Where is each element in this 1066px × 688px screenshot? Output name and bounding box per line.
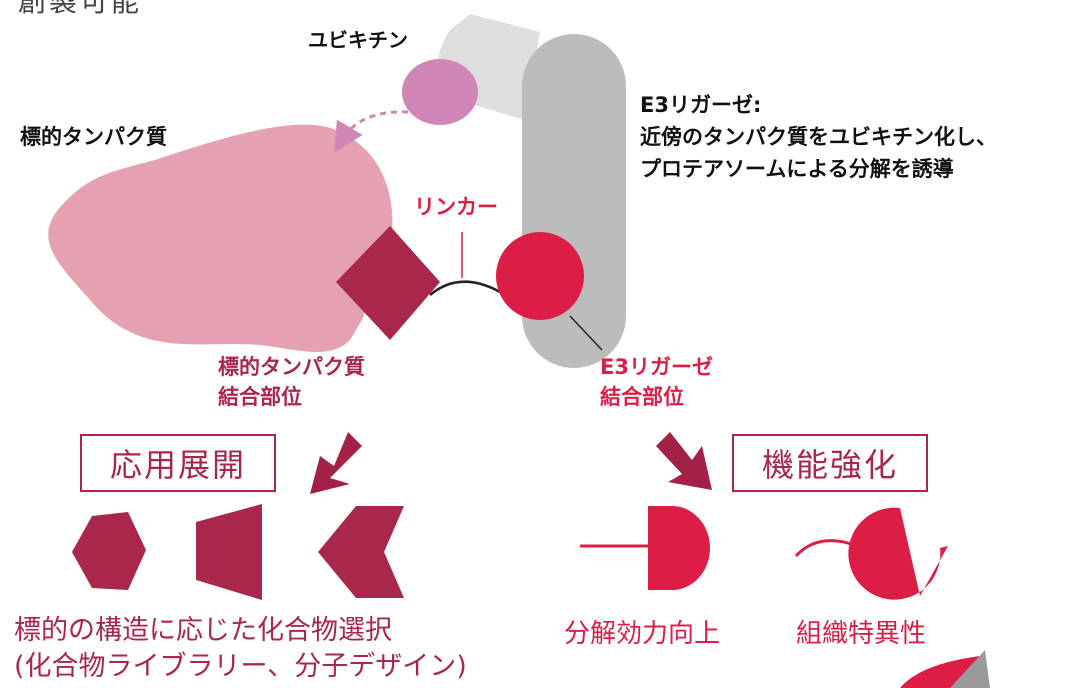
ubiquitin-label: ユビキチン: [308, 28, 408, 52]
e3-title: E3リガーゼ:: [640, 93, 762, 117]
corner-grey-fragment: [950, 650, 990, 688]
enhancement-arrow: [656, 432, 712, 490]
application-box: 応用展開: [80, 434, 276, 492]
e3-description-line1: 近傍のタンパク質をユビキチン化し、: [640, 125, 997, 149]
enhancement-box: 機能強化: [732, 434, 928, 492]
ubiquitin-transfer-arrow: [334, 110, 409, 153]
e3-binding-circle: [496, 232, 584, 320]
top-caption: 創製可能: [18, 0, 143, 18]
linker-label: リンカー: [414, 195, 498, 219]
structure-selection-line2: (化合物ライブラリー、分子デザイン): [14, 651, 467, 682]
hexagon-fragment: [72, 512, 146, 590]
linker-curve: [429, 280, 501, 296]
application-arrow: [310, 432, 362, 494]
tissue-shape: [848, 507, 948, 600]
trapezoid-fragment: [196, 504, 262, 600]
tissue-specificity-label: 組織特異性: [796, 619, 927, 649]
target-binding-label-line1: 標的タンパク質: [218, 355, 365, 379]
ubiquitin-shape: [402, 59, 478, 125]
target-protein-shape: [48, 124, 393, 352]
efficacy-d-shape: [648, 506, 710, 590]
e3-binding-label-line1: E3リガーゼ: [600, 355, 713, 379]
degradation-efficacy-label: 分解効力向上: [564, 619, 721, 649]
e3-description-line2: プロテアソームによる分解を誘導: [640, 157, 954, 181]
chevron-fragment: [318, 506, 404, 598]
target-protein-label: 標的タンパク質: [20, 125, 167, 149]
target-binding-label-line2: 結合部位: [218, 385, 302, 409]
structure-selection-line1: 標的の構造に応じた化合物選択: [14, 615, 392, 646]
target-binding-diamond: [336, 226, 440, 340]
e3-binding-pointer-line: [569, 315, 603, 351]
e3-binding-label-line2: 結合部位: [600, 385, 684, 409]
